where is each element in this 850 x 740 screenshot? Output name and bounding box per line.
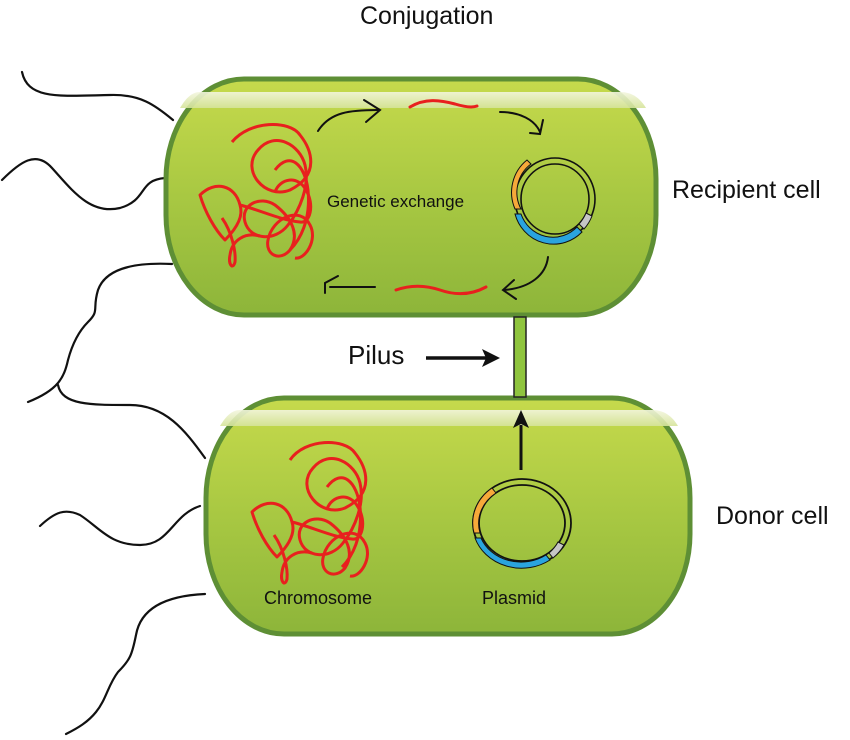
plasmid-segment-blue	[514, 213, 583, 245]
arrow-bottom-right	[501, 256, 549, 300]
plasmid-label: Plasmid	[482, 588, 547, 608]
pilus-arrow	[426, 349, 500, 367]
dna-fragments	[394, 99, 488, 296]
exchange-arrows	[317, 99, 549, 300]
plasmid-segment-blue	[474, 537, 551, 569]
donor-cell-body	[203, 395, 693, 637]
genetic-exchange-label: Genetic exchange	[327, 192, 465, 211]
donor-plasmid	[472, 478, 572, 569]
donor-cell-label: Donor cell	[716, 502, 829, 530]
dna-fragment-bottom	[394, 284, 488, 296]
donor-cell-highlight	[220, 410, 678, 426]
plasmid-segment-orange	[511, 159, 532, 210]
recipient-cell-highlight	[180, 92, 646, 108]
flagellum	[20, 70, 175, 122]
donor-cell	[203, 395, 693, 637]
flagellum	[0, 158, 167, 211]
diagram-title: Conjugation	[360, 2, 494, 30]
chromosome-label: Chromosome	[264, 588, 373, 608]
recipient-cell-body	[163, 76, 659, 318]
pilus-label: Pilus	[348, 340, 405, 370]
flagellum	[26, 262, 174, 404]
recipient-plasmid	[511, 157, 596, 245]
recipient-cell-label: Recipient cell	[672, 176, 821, 204]
recipient-cell	[163, 76, 659, 318]
arrow-bottom-left	[324, 275, 376, 294]
dna-fragment-top	[408, 99, 479, 109]
plasmid-segment-gray	[578, 212, 593, 230]
flagellum	[64, 592, 207, 736]
flagellum	[38, 504, 202, 547]
plasmid-segment-gray	[548, 541, 565, 559]
recipient-flagella	[0, 70, 175, 404]
transfer-arrow	[513, 410, 529, 470]
recipient-chromosome	[198, 123, 314, 268]
donor-chromosome	[250, 441, 369, 585]
donor-flagella	[38, 383, 207, 736]
pilus	[513, 316, 527, 398]
flagellum	[56, 383, 207, 460]
plasmid-segment-orange	[472, 487, 497, 534]
arrow-top-left	[317, 99, 382, 132]
arrow-top-right	[499, 111, 544, 136]
